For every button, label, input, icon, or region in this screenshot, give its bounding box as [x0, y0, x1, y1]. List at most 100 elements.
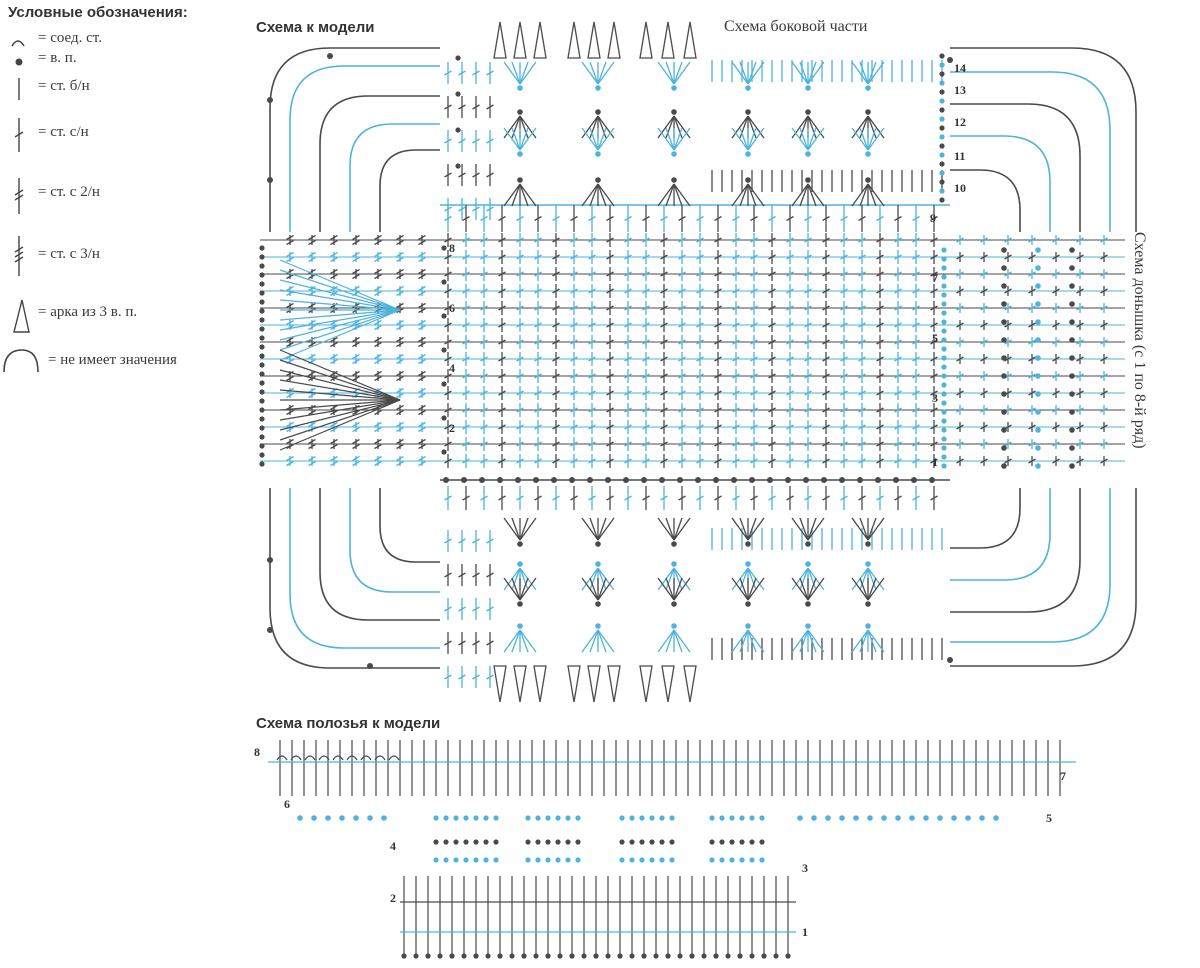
- fan-spoke: [731, 517, 749, 541]
- chain-dot: [941, 256, 947, 262]
- stitch-cross: [1100, 390, 1108, 396]
- chain-dot: [909, 815, 915, 821]
- stitch-cross: [894, 407, 902, 413]
- stitch-cross: [570, 339, 578, 345]
- legend-label: = ст. с 2/н: [38, 184, 100, 200]
- fan-spoke: [665, 567, 675, 591]
- chain-dot: [639, 815, 645, 821]
- fan-spoke: [859, 629, 869, 653]
- chain-dot: [1069, 463, 1075, 469]
- stitch-cross: [750, 373, 758, 379]
- stitch-cross: [956, 458, 964, 464]
- stitch-cross: [444, 424, 452, 430]
- stitch-cross: [418, 336, 426, 343]
- stitch-cross: [930, 271, 938, 277]
- chain-dot: [803, 477, 809, 483]
- stitch-cross: [822, 288, 830, 294]
- stitch-cross: [732, 305, 740, 311]
- chain-dot: [441, 381, 447, 387]
- stitch-cross: [606, 305, 614, 311]
- chain-dot: [259, 344, 265, 350]
- stitch-cross: [804, 407, 812, 413]
- fan-spoke: [511, 183, 521, 207]
- stitch-cross: [804, 495, 812, 501]
- stitch-cross: [1028, 356, 1036, 362]
- fan-spoke: [589, 127, 599, 151]
- fan-spoke: [739, 577, 749, 601]
- stitch-cross: [480, 271, 488, 277]
- stitch-cross: [498, 424, 506, 430]
- stitch-cross: [876, 215, 884, 222]
- stitch-cross: [1028, 390, 1036, 396]
- chain-dot: [619, 839, 625, 845]
- fan-spoke: [589, 61, 599, 85]
- chain-dot: [941, 337, 947, 343]
- chain-dot: [441, 245, 447, 251]
- stitch-cross: [822, 305, 830, 311]
- stitch-cross: [696, 305, 704, 311]
- arch-symbol: [567, 665, 581, 703]
- stitch-cross: [480, 305, 488, 311]
- chain-dot: [267, 177, 273, 183]
- chain-dot: [1035, 247, 1041, 253]
- chain-dot: [443, 857, 449, 863]
- stitch-cross: [876, 495, 884, 501]
- fan-spoke: [731, 577, 749, 601]
- stitch-cross: [606, 237, 614, 243]
- stitch-cross: [444, 495, 452, 501]
- chain-dot: [259, 389, 265, 395]
- chain-dot: [865, 85, 871, 91]
- stitch-cross: [570, 322, 578, 328]
- stitch-cross: [912, 356, 920, 362]
- stitch-cross: [1052, 441, 1060, 447]
- arch-symbol: [639, 21, 653, 59]
- stitch-cross: [894, 373, 902, 379]
- stitch-cross: [374, 455, 382, 462]
- stitch-cross: [374, 239, 382, 246]
- stitch-cross: [374, 438, 382, 445]
- stitch-cross: [956, 254, 964, 260]
- fan-spoke: [807, 115, 825, 139]
- stitch-cross: [472, 138, 480, 144]
- chain-dot: [941, 310, 947, 316]
- stitch-cross: [396, 256, 404, 263]
- stitch-cross: [642, 322, 650, 328]
- stitch-cross: [1004, 237, 1012, 243]
- fan-spoke: [673, 629, 691, 653]
- stitch-cross: [912, 407, 920, 413]
- side-row-number: 2: [449, 421, 455, 435]
- stitch-cross: [930, 458, 938, 464]
- fan-spoke: [673, 629, 683, 653]
- chain-dot: [709, 839, 715, 845]
- stitch-cross: [570, 356, 578, 362]
- stitch-cross: [1076, 271, 1084, 277]
- stitch-cross: [444, 538, 452, 544]
- stitch-cross: [472, 538, 480, 544]
- ring-arc: [289, 488, 440, 649]
- fan-spoke: [807, 127, 825, 151]
- chain-dot: [865, 561, 871, 567]
- chain-dot: [533, 953, 539, 959]
- stitch-cross: [660, 356, 668, 362]
- stitch-cross: [750, 441, 758, 447]
- legend-item-double-crochet: = ст. с/н: [0, 118, 240, 152]
- stitch-cross: [396, 438, 404, 445]
- fan-spoke: [519, 183, 537, 207]
- stitch-cross: [980, 305, 988, 311]
- fan-spoke: [791, 517, 809, 541]
- fan-spoke: [807, 61, 825, 85]
- fan-spoke: [597, 183, 615, 207]
- chain-dot: [865, 601, 871, 607]
- ring-arc: [319, 488, 440, 621]
- legend-label: = арка из 3 в. п.: [38, 304, 138, 320]
- chain-dot: [941, 247, 947, 253]
- stitch-cross: [352, 353, 360, 360]
- arch-symbol: [639, 665, 653, 703]
- chain-dot: [259, 254, 265, 260]
- stitch-cross: [1100, 339, 1108, 345]
- stitch-cross: [552, 305, 560, 311]
- stitch-cross: [472, 70, 480, 76]
- stitch-cross: [458, 640, 466, 646]
- stitch-cross: [444, 237, 452, 243]
- stitch-cross: [696, 237, 704, 243]
